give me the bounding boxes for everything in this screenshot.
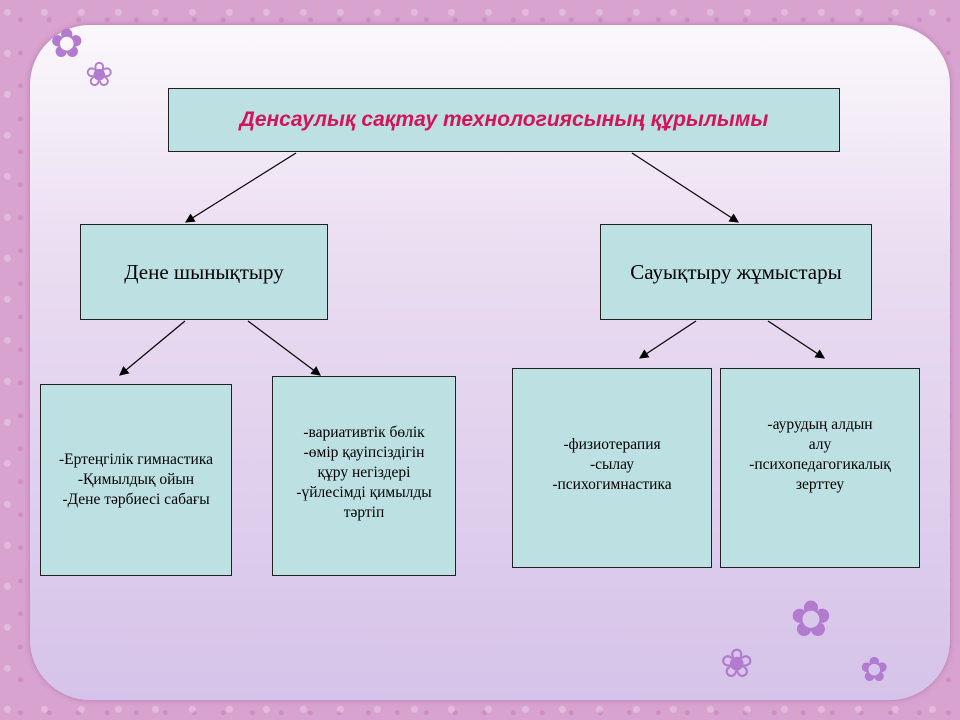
arrow: [631, 152, 740, 223]
flower-decoration-icon: ✿: [50, 21, 84, 66]
flower-decoration-icon: ✿: [790, 591, 832, 647]
leaf-line: -физиотерапия: [563, 436, 661, 453]
flower-decoration-icon: ❀: [720, 641, 754, 686]
leaf-box-physical-2: -вариативтік бөлік -өмір қауіпсіздігін қ…: [272, 376, 456, 576]
leaf-line: -аурудың алдын: [767, 416, 873, 433]
leaf-line: -вариативтік бөлік: [303, 424, 425, 441]
leaf-line: -Ертеңгілік гимнастика: [59, 451, 213, 468]
leaf-box-health-1: -физиотерапия -сылау -психогимнастика: [512, 368, 712, 568]
arrow: [119, 320, 186, 376]
leaf-line: -Дене тәрбиесі сабағы: [62, 491, 210, 508]
branch-health-work: Сауықтыру жұмыстары: [600, 224, 872, 320]
leaf-line: -үйлесімді қимылды: [296, 484, 432, 501]
leaf-line: -сылау: [589, 456, 635, 473]
leaf-line: алу: [808, 436, 832, 453]
leaf-line: -Қимылдық ойын: [77, 471, 195, 488]
branch-physical-education: Дене шынықтыру: [80, 224, 328, 320]
leaf-line: тәртіп: [343, 504, 385, 521]
leaf-line: құру негіздері: [317, 464, 411, 481]
arrow: [638, 320, 697, 359]
leaf-box-physical-1: -Ертеңгілік гимнастика -Қимылдық ойын -Д…: [40, 384, 232, 576]
arrow: [767, 320, 826, 359]
leaf-line: -психопедагогикалық: [749, 456, 891, 473]
flower-decoration-icon: ✿: [860, 652, 889, 689]
leaf-line: -өмір қауіпсіздігін: [303, 444, 425, 461]
leaf-line: зерттеу: [795, 476, 845, 493]
leaf-box-health-2: -аурудың алдын алу -психопедагогикалық з…: [720, 368, 920, 568]
leaf-line: -психогимнастика: [552, 476, 672, 493]
flower-decoration-icon: ❀: [85, 57, 114, 94]
arrow: [184, 152, 297, 223]
diagram-title: Денсаулық сақтау технологиясының құрылым…: [168, 88, 840, 152]
arrow: [247, 320, 321, 376]
